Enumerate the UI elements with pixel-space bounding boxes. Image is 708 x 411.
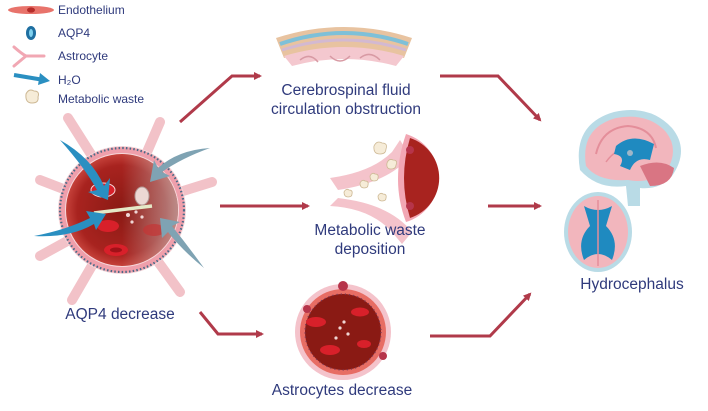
legend-metabolic-waste-label: Metabolic waste (58, 92, 145, 106)
arrow-astro-to-hydro (430, 292, 532, 338)
astrocyte-vessel-illustration (295, 281, 391, 380)
waste-illustration (330, 134, 440, 244)
arrow-csf-to-hydro (440, 74, 542, 122)
arrow-aqp4-to-astro (198, 311, 264, 338)
waste-label-line1: Metabolic waste (314, 222, 426, 239)
astrocytes-decrease-label: Astrocytes decrease (271, 382, 413, 399)
csf-illustration (276, 27, 412, 66)
aqp4-icon (26, 26, 36, 40)
astrocyte-icon (12, 45, 46, 68)
water-inflow-arrows (34, 140, 110, 237)
endothelium-icon (8, 6, 54, 14)
legend-h2o-label: H₂O (58, 73, 81, 87)
waste-deposition-label: Metabolic waste deposition (290, 222, 450, 259)
aqp4-decrease-label: AQP4 decrease (65, 306, 175, 323)
metabolic-waste-icon (25, 89, 39, 104)
water-blocked-arrows (150, 148, 210, 268)
water-arrow-icon (13, 73, 50, 85)
arrow-aqp4-to-csf (179, 72, 262, 124)
legend-aqp4-label: AQP4 (58, 26, 91, 40)
csf-label-line2: circulation obstruction (271, 100, 421, 118)
waste-label-line2: deposition (334, 240, 406, 258)
hydrocephalus-label: Hydrocephalus (580, 276, 684, 293)
csf-obstruction-label: Cerebrospinal fluid circulation obstruct… (246, 82, 446, 119)
aqp4-vessel-illustration (34, 113, 217, 305)
hydrocephalus-brain-illustration (564, 110, 681, 272)
flow-arrows (179, 72, 542, 338)
legend-icons (8, 6, 54, 104)
csf-label-line1: Cerebrospinal fluid (281, 82, 411, 99)
legend-astrocyte-label: Astrocyte (58, 49, 109, 63)
legend-endothelium-label: Endothelium (58, 3, 125, 17)
